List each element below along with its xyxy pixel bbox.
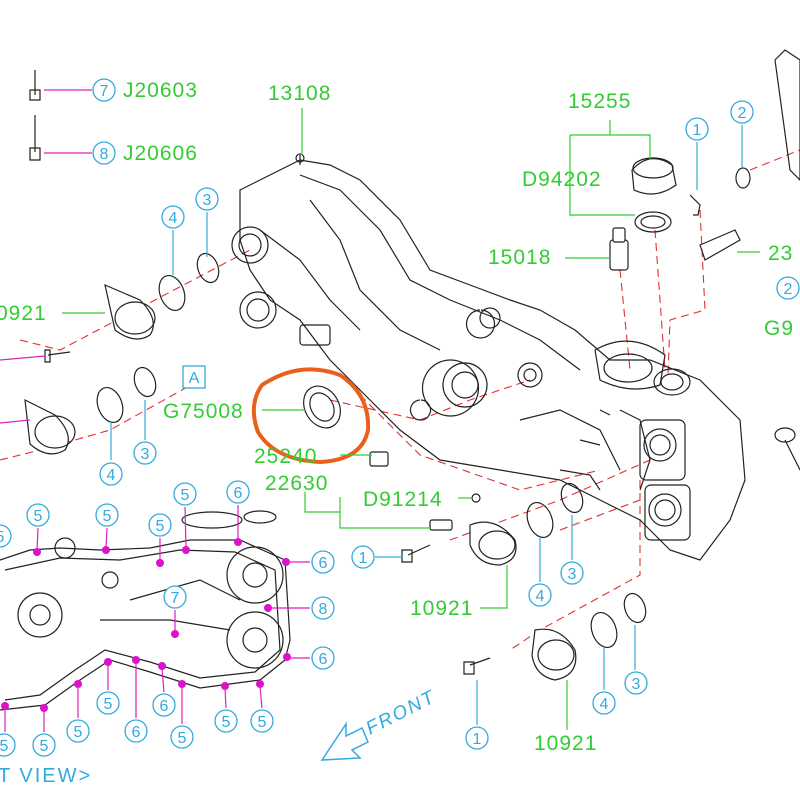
- svg-text:6: 6: [319, 651, 328, 668]
- svg-text:5: 5: [40, 738, 49, 755]
- svg-text:5: 5: [258, 714, 267, 731]
- svg-text:5: 5: [104, 696, 113, 713]
- callout-leaders: [110, 125, 743, 725]
- svg-text:4: 4: [107, 467, 116, 484]
- lower-timing-cover: [0, 510, 291, 711]
- svg-text:6: 6: [234, 485, 243, 502]
- part-g75008: G75008: [163, 400, 244, 423]
- view-reference-a: A: [182, 365, 206, 389]
- callout-circles: 7 8 4 3 1 2 2 4 3 4 3 4 3 1 1: [0, 78, 800, 757]
- svg-text:5: 5: [0, 529, 5, 546]
- svg-text:4: 4: [536, 588, 545, 605]
- svg-text:8: 8: [100, 146, 109, 163]
- part-15255: 15255: [568, 90, 631, 113]
- oil-control-solenoids: [24, 283, 577, 681]
- oil-pressure-switch-15018: [609, 227, 629, 271]
- svg-text:5: 5: [74, 724, 83, 741]
- magenta-leaders: [0, 89, 310, 732]
- svg-text:FRONT: FRONT: [363, 686, 440, 739]
- part-number-labels: 13108 15255 D94202 15018 0921 G75008 252…: [0, 79, 794, 755]
- svg-text:5: 5: [178, 730, 187, 747]
- svg-text:3: 3: [632, 676, 641, 693]
- part-23-partial: 23: [768, 242, 793, 265]
- svg-text:1: 1: [359, 550, 368, 567]
- svg-text:5: 5: [103, 508, 112, 525]
- part-15018: 15018: [488, 246, 551, 269]
- svg-text:3: 3: [568, 566, 577, 583]
- bolt-location-dots: [1, 538, 291, 712]
- part-j20603: J20603: [123, 79, 198, 102]
- svg-text:5: 5: [0, 738, 9, 755]
- part-0921: 0921: [0, 302, 47, 325]
- assembly-dashed-lines: [0, 149, 800, 651]
- svg-text:3: 3: [203, 192, 212, 209]
- part-10921-upper: 10921: [410, 597, 473, 620]
- view-caption: T VIEW>: [0, 765, 92, 787]
- svg-text:4: 4: [169, 210, 178, 227]
- part-13108: 13108: [268, 82, 331, 105]
- svg-text:6: 6: [319, 555, 328, 572]
- timing-cover-13108: [231, 153, 746, 561]
- svg-text:5: 5: [34, 508, 43, 525]
- part-j20606: J20606: [123, 142, 198, 165]
- svg-text:4: 4: [600, 696, 609, 713]
- part-22630: 22630: [265, 472, 328, 495]
- svg-text:3: 3: [141, 446, 150, 463]
- svg-text:5: 5: [222, 714, 231, 731]
- svg-text:1: 1: [473, 731, 482, 748]
- part-25240: 25240: [254, 445, 317, 468]
- oil-seal-g75008: [251, 367, 371, 465]
- part-10921-lower: 10921: [534, 732, 597, 755]
- svg-text:5: 5: [181, 487, 190, 504]
- svg-text:A: A: [189, 370, 200, 387]
- o-rings: [96, 252, 647, 649]
- svg-text:2: 2: [784, 281, 793, 298]
- svg-text:7: 7: [171, 590, 180, 607]
- oil-filler-cap-15255: [631, 49, 800, 471]
- bolts: [29, 70, 491, 675]
- part-number-leaders: [62, 108, 760, 730]
- svg-text:1: 1: [693, 122, 702, 139]
- front-direction-arrow: FRONT: [320, 686, 440, 761]
- svg-text:7: 7: [100, 83, 109, 100]
- part-g9-partial: G9: [764, 317, 794, 340]
- svg-text:8: 8: [319, 601, 328, 618]
- svg-text:5: 5: [156, 518, 165, 535]
- part-d91214: D91214: [363, 488, 443, 511]
- svg-text:2: 2: [738, 105, 747, 122]
- svg-text:6: 6: [132, 724, 141, 741]
- svg-text:6: 6: [160, 698, 169, 715]
- part-d94202: D94202: [522, 168, 602, 191]
